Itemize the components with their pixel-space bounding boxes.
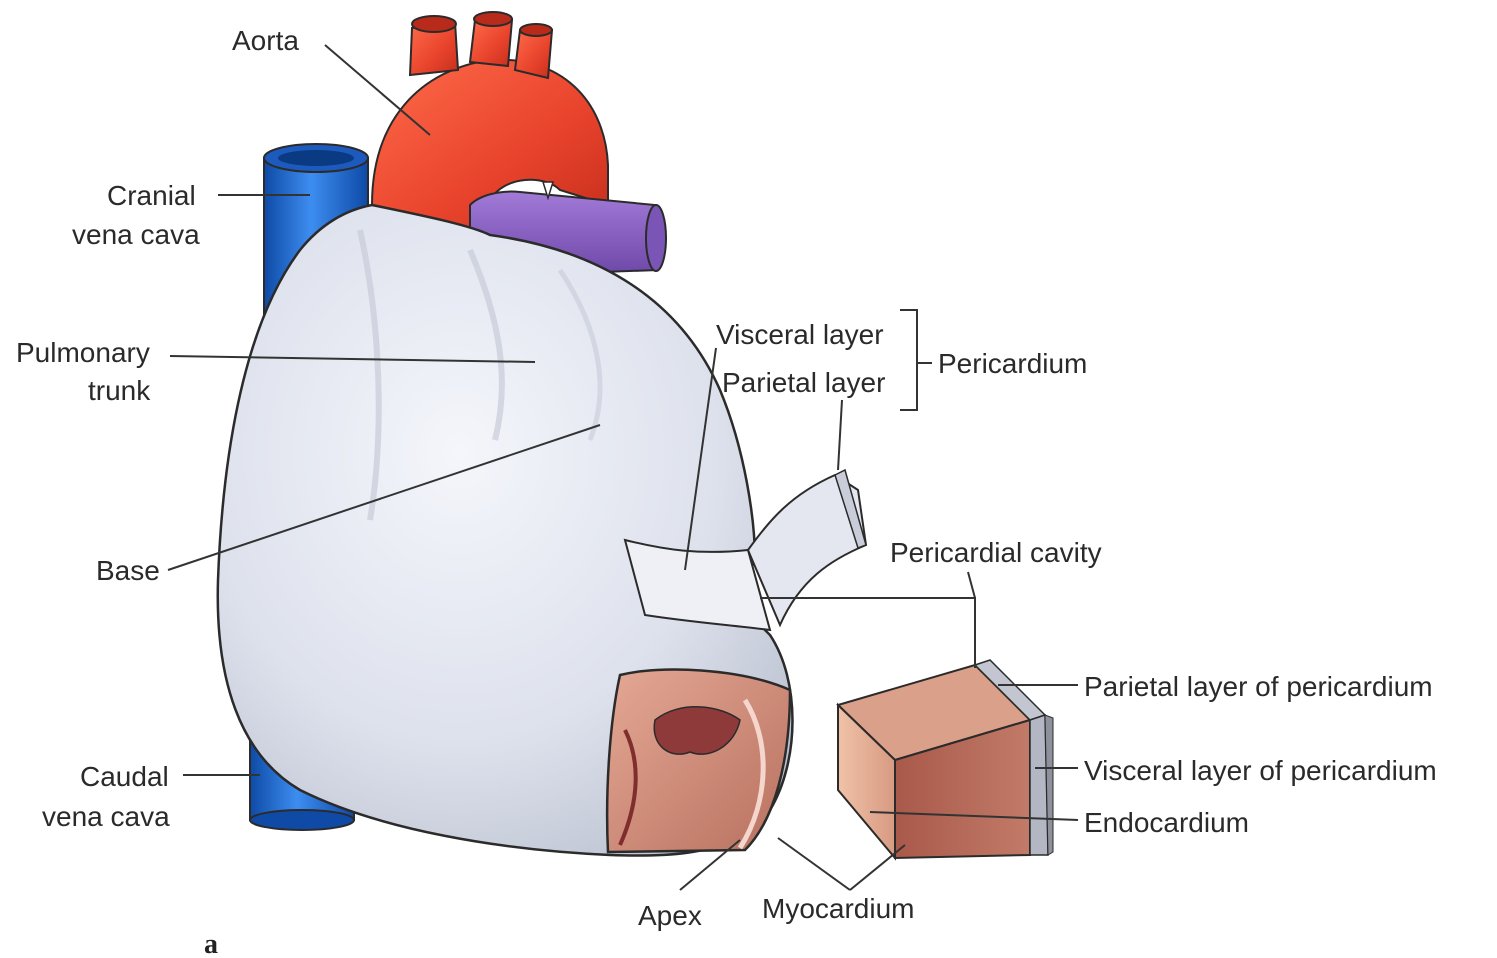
label-endocardium: Endocardium: [1084, 807, 1249, 838]
label-cranial-vena-cava-2: vena cava: [72, 219, 200, 250]
label-visceral-layer: Visceral layer: [716, 319, 884, 350]
apex-cutaway: [607, 670, 790, 852]
figure-letter: a: [204, 929, 218, 958]
label-parietal-layer: Parietal layer: [722, 367, 885, 398]
label-caudal-vena-cava-1: Caudal: [80, 761, 169, 792]
label-pulmonary-trunk-2: trunk: [88, 375, 151, 406]
label-base: Base: [96, 555, 160, 586]
label-cranial-vena-cava-1: Cranial: [107, 180, 196, 211]
label-parietal-layer-of-pericardium: Parietal layer of pericardium: [1084, 671, 1433, 702]
label-pericardium: Pericardium: [938, 348, 1087, 379]
tissue-block: [838, 660, 1053, 858]
label-apex: Apex: [638, 900, 702, 931]
label-pulmonary-trunk-1: Pulmonary: [16, 337, 150, 368]
label-visceral-layer-of-pericardium: Visceral layer of pericardium: [1084, 755, 1437, 786]
label-myocardium: Myocardium: [762, 893, 914, 924]
label-aorta: Aorta: [232, 25, 299, 56]
label-caudal-vena-cava-2: vena cava: [42, 801, 170, 832]
label-pericardial-cavity: Pericardial cavity: [890, 537, 1102, 568]
